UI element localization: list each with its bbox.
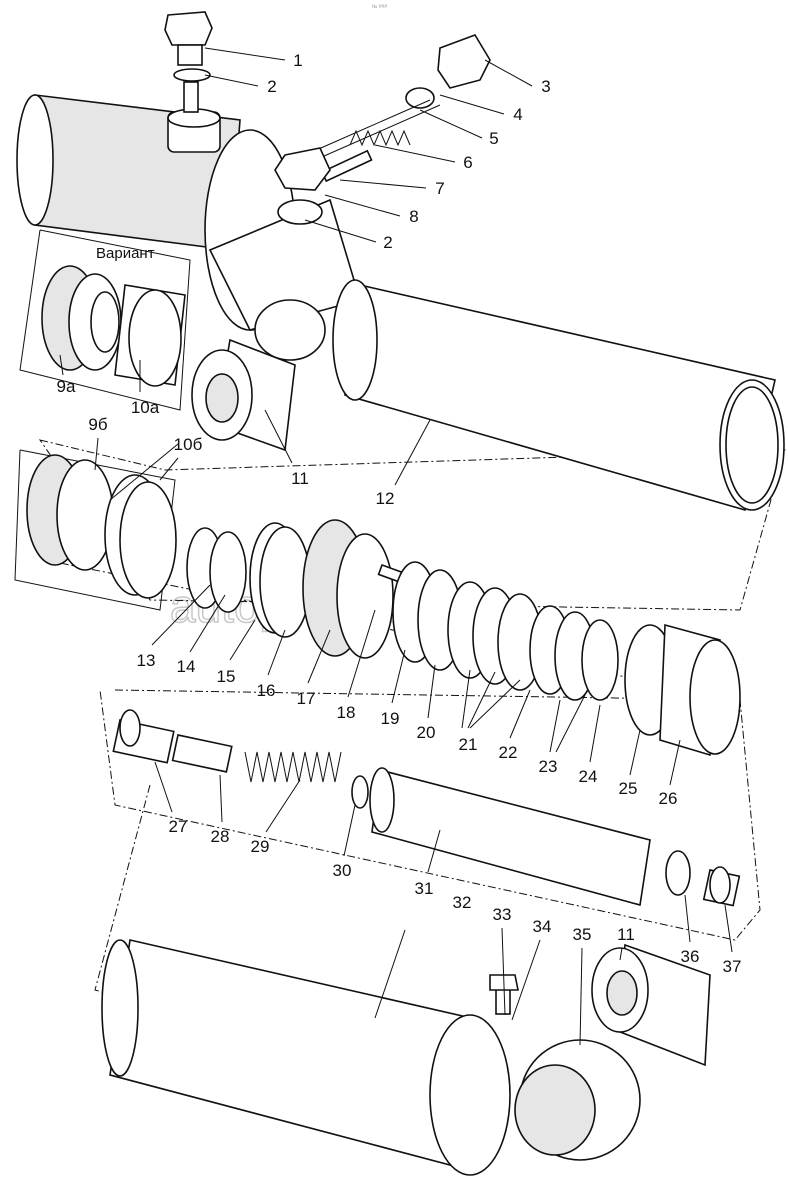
callout-18: 18 [337, 703, 356, 722]
callout-36: 36 [681, 947, 700, 966]
leader-lines [59, 47, 733, 1046]
variant-b-parts [14, 449, 177, 611]
variant-box: Вариант [19, 229, 191, 411]
callout-4: 4 [513, 105, 522, 124]
valve-spool-set [112, 709, 741, 907]
part-11-bushing-upper [191, 338, 296, 452]
callout-29: 29 [251, 837, 270, 856]
callout-labels: 1 2 3 4 5 6 7 8 2 9а 10а 9б 10б 11 12 13… [57, 51, 742, 976]
callout-2a: 2 [267, 77, 276, 96]
callout-28: 28 [211, 827, 230, 846]
callout-5: 5 [489, 129, 498, 148]
piston-ring-set [186, 519, 741, 757]
callout-8: 8 [409, 207, 418, 226]
callout-7: 7 [435, 179, 444, 198]
callout-9b: 9б [88, 415, 107, 434]
lower-housing [101, 939, 711, 1176]
callout-14: 14 [177, 657, 196, 676]
callout-31: 31 [415, 879, 434, 898]
callout-19: 19 [381, 709, 400, 728]
callout-26: 26 [659, 789, 678, 808]
callout-17: 17 [297, 689, 316, 708]
callout-33: 33 [493, 905, 512, 924]
callout-32: 32 [453, 893, 472, 912]
callout-13: 13 [137, 651, 156, 670]
callout-10b: 10б [174, 435, 203, 454]
variant-caption: Вариант [96, 245, 155, 262]
header-mark: № ### [372, 4, 387, 10]
callout-24: 24 [579, 767, 598, 786]
parts-3-to-8 [274, 34, 491, 225]
callout-20: 20 [417, 723, 436, 742]
callout-35: 35 [573, 925, 592, 944]
callout-22: 22 [499, 743, 518, 762]
callout-3: 3 [541, 77, 550, 96]
callout-10a: 10а [131, 398, 160, 417]
callout-27: 27 [169, 817, 188, 836]
callout-11a: 11 [291, 469, 309, 488]
part-1-bolt [164, 11, 213, 113]
callout-25: 25 [619, 779, 638, 798]
callout-34: 34 [533, 917, 552, 936]
callout-21: 21 [459, 735, 478, 754]
callout-37: 37 [723, 957, 742, 976]
callout-23: 23 [539, 757, 558, 776]
callout-15: 15 [217, 667, 236, 686]
callout-1: 1 [293, 51, 302, 70]
callout-16: 16 [257, 681, 276, 700]
callout-12: 12 [376, 489, 395, 508]
callout-2b: 2 [383, 233, 392, 252]
callout-6: 6 [463, 153, 472, 172]
callout-9a: 9а [57, 377, 76, 396]
steering-housing [16, 94, 785, 512]
callout-11b: 11 [617, 925, 635, 944]
callout-30: 30 [333, 861, 352, 880]
